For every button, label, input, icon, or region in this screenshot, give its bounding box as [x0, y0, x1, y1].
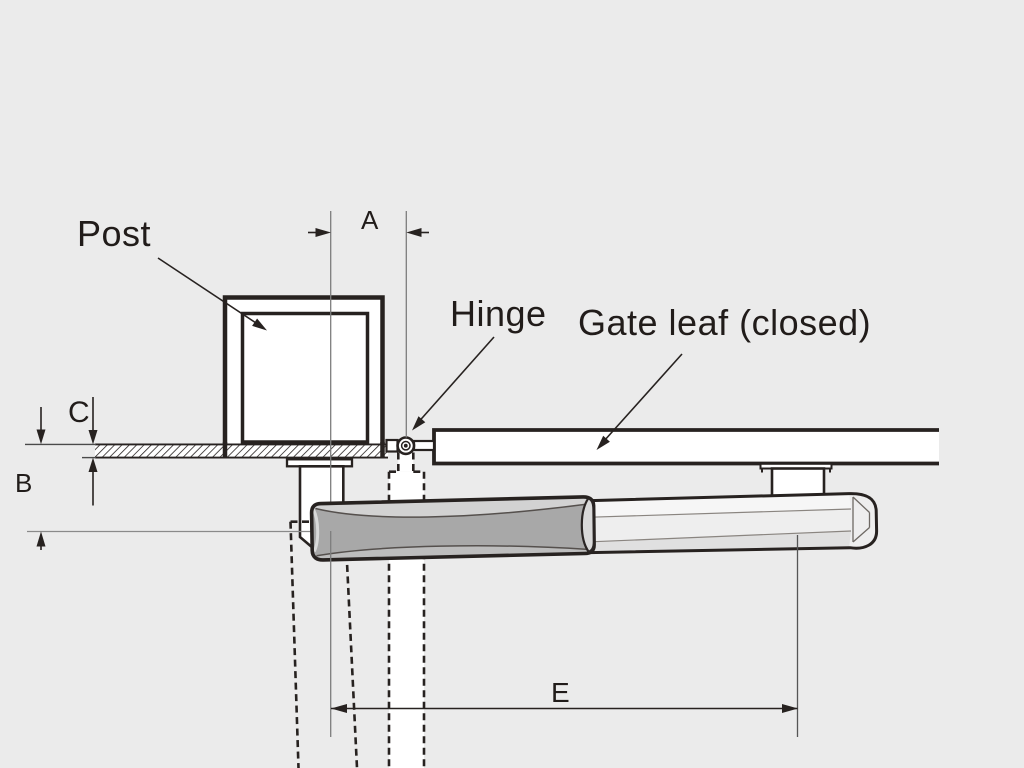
dimension-a	[308, 228, 429, 237]
dimension-b	[36, 407, 46, 550]
dimension-e	[331, 704, 798, 713]
gate-leaf	[432, 428, 939, 466]
leader-lines	[157, 257, 683, 450]
post-section	[222, 295, 385, 458]
gate-leaf-label: Gate leaf (closed)	[578, 302, 872, 343]
rod-end-facets	[852, 496, 871, 543]
hinge-label: Hinge	[450, 293, 547, 334]
post-leader	[157, 257, 267, 331]
body-cap-highlight	[311, 508, 320, 553]
actuator-body	[309, 495, 596, 562]
hinge-assembly	[385, 436, 436, 456]
extension-lines-lower	[330, 531, 799, 737]
hinge-leader	[412, 336, 495, 431]
post-label: Post	[77, 213, 152, 254]
dimension-c-label: C	[68, 396, 91, 429]
hatched-wall-band	[95, 442, 388, 459]
reference-lines	[25, 211, 407, 533]
dimension-a-label: A	[361, 205, 379, 235]
dimension-c	[88, 397, 98, 506]
dimension-e-label: E	[551, 677, 571, 708]
dimension-b-label: B	[15, 468, 33, 498]
bracket-projection-dashed-lines	[289, 520, 359, 768]
gate-leaf-leader	[596, 353, 683, 450]
actuator-rod	[589, 492, 879, 555]
tube-mouth-crescent	[580, 496, 595, 553]
